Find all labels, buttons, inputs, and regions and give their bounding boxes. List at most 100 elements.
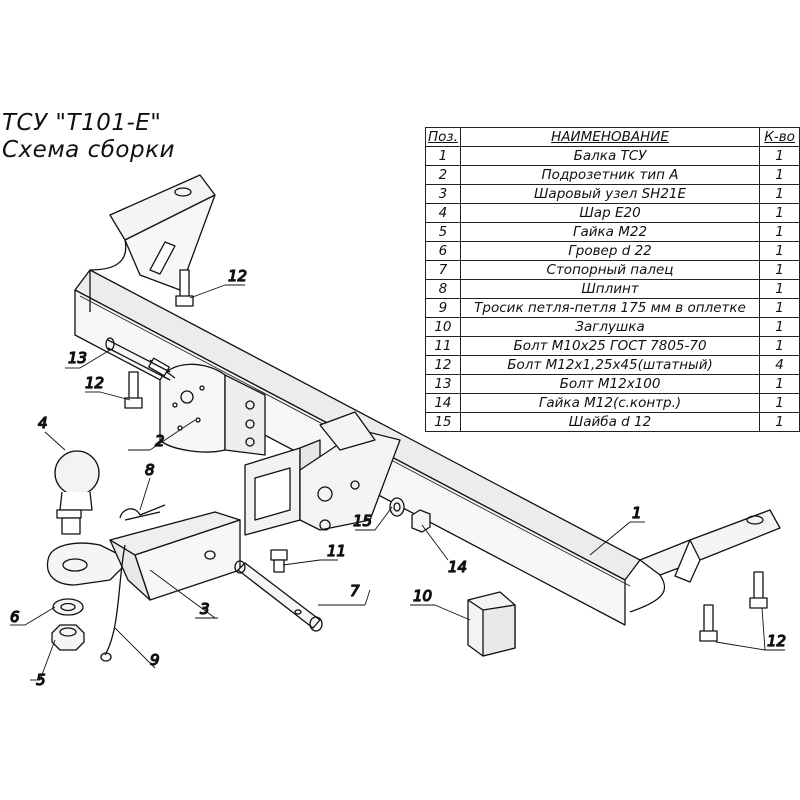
plug-cap [467,591,516,657]
cell-qty: 1 [759,165,800,185]
bolt-12-right-b [749,571,768,609]
cell-name: Заглушка [459,317,761,337]
leader-lines [10,284,785,681]
callout-10: 10 [413,587,432,605]
table-header-row: Поз. НАИМЕНОВАНИЕ К-во [425,127,800,147]
callout-15: 15 [353,512,372,530]
cell-name: Гайка М12(с.контр.) [459,393,761,413]
cell-qty: 1 [759,393,800,413]
washer-d12 [389,497,405,517]
cell-pos: 7 [425,260,461,280]
cell-name: Балка ТСУ [459,146,761,166]
callout-8: 8 [145,461,155,479]
callout-5: 5 [36,671,46,689]
cell-qty: 1 [759,241,800,261]
nut-m12 [411,509,431,533]
cell-pos: 4 [425,203,461,223]
ball-mount [46,511,241,601]
callout-7: 7 [350,582,360,600]
callout-12-left: 12 [85,374,104,392]
cell-name: Подрозетник тип А [459,165,761,185]
cell-pos: 6 [425,241,461,261]
cotter-pin [119,504,166,521]
cell-qty: 1 [759,298,800,318]
callout-11: 11 [327,542,346,560]
cell-name: Болт М12x1,25x45(штатный) [459,355,761,375]
cell-pos: 15 [425,412,461,432]
bolt-12-left [124,371,143,409]
callout-9: 9 [150,651,160,669]
cell-pos: 12 [425,355,461,375]
cell-qty: 1 [759,317,800,337]
cell-qty: 1 [759,222,800,242]
cell-pos: 1 [425,146,461,166]
cell-qty: 1 [759,203,800,223]
callout-13: 13 [68,349,87,367]
cell-name: Шайба d 12 [459,412,761,432]
callout-3: 3 [200,600,210,618]
drawing-subtitle: Схема сборки [2,137,175,163]
bolt-12-right-a [699,604,718,642]
cell-name: Шаровый узел SH21E [459,184,761,204]
cell-name: Болт М10x25 ГОСТ 7805-70 [459,336,761,356]
cell-pos: 8 [425,279,461,299]
cell-name: Шплинт [459,279,761,299]
cell-qty: 1 [759,374,800,394]
cell-name: Шар E20 [459,203,761,223]
cell-name: Гайка М22 [459,222,761,242]
cell-qty: 1 [759,260,800,280]
cell-pos: 11 [425,336,461,356]
cell-qty: 1 [759,412,800,432]
socket-plate [148,357,266,456]
locking-pin [234,560,323,632]
cell-qty: 4 [759,355,800,375]
cell-qty: 1 [759,336,800,356]
callout-2: 2 [155,432,165,450]
lock-washer [52,598,84,616]
header-name: НАИМЕНОВАНИЕ [459,127,761,147]
callout-4: 4 [38,414,48,432]
cell-pos: 13 [425,374,461,394]
cell-pos: 10 [425,317,461,337]
bolt-m10x25 [270,549,288,573]
cell-qty: 1 [759,184,800,204]
header-pos: Поз. [425,127,461,147]
header-qty: К-во [759,127,800,147]
cell-pos: 5 [425,222,461,242]
callout-14: 14 [448,558,467,576]
cell-pos: 3 [425,184,461,204]
callout-1: 1 [632,504,642,522]
safety-cable [100,544,126,662]
cell-name: Тросик петля-петля 175 мм в оплетке [459,298,761,318]
cell-pos: 9 [425,298,461,318]
drawing-title: ТСУ "T101-E" [2,110,162,136]
callout-6: 6 [10,608,20,626]
cell-pos: 14 [425,393,461,413]
cell-qty: 1 [759,279,800,299]
callout-12-top: 12 [228,267,247,285]
callout-12-right: 12 [767,632,786,650]
cell-name: Стопорный палец [459,260,761,280]
cell-name: Болт М12x100 [459,374,761,394]
tow-ball [54,450,100,535]
cell-pos: 2 [425,165,461,185]
cell-qty: 1 [759,146,800,166]
bolt-12-top [175,269,194,307]
